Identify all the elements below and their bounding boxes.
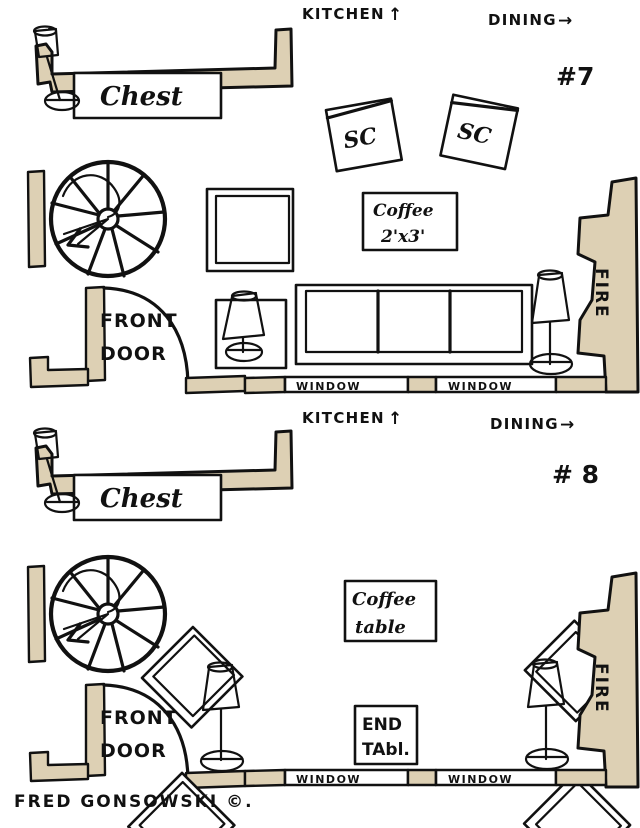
floor-lamp-right-8 — [524, 658, 570, 771]
dining-arrow-icon-7: → — [558, 11, 572, 31]
plan8-left-wall-stub — [26, 564, 47, 664]
dining-note-text-7: DINING — [488, 11, 557, 29]
diamond-chair-upper-right-8 — [140, 625, 244, 729]
kitchen-arrow-icon-8: ↑ — [388, 409, 402, 429]
kitchen-arrow-icon-7: ↑ — [388, 5, 402, 25]
side-chair-left-7 — [324, 97, 404, 173]
chest-box-8 — [72, 473, 223, 522]
diamond-chair-lower-right-8 — [126, 771, 236, 828]
coffee-table-label-line2-8: table — [355, 617, 406, 638]
fireplace-7 — [576, 176, 640, 394]
table-lamp-icon-7 — [32, 25, 81, 112]
end-table-box-8 — [353, 704, 419, 766]
artist-signature: FRED GONSOWSKI ©. — [14, 792, 254, 812]
spiral-staircase-8 — [48, 554, 168, 674]
coffee-table-label-line1-7: Coffee — [373, 201, 434, 221]
end-table-label-line1-8: END — [362, 715, 402, 735]
fireplace-8 — [576, 571, 640, 789]
end-table-with-lamp-7 — [214, 290, 288, 370]
chest-box-7 — [72, 71, 223, 120]
plan-number-label-7: #7 — [556, 62, 594, 91]
coffee-table-box-7 — [361, 191, 459, 252]
coffee-table-box-8 — [343, 579, 438, 643]
front-door-label-line1-7: FRONT — [100, 310, 178, 332]
side-chair-right-7 — [439, 93, 520, 171]
plan8-window-wall — [243, 768, 608, 788]
upholstered-chair-7 — [205, 187, 295, 273]
fireplace-label-7: FIRE — [591, 268, 611, 319]
plan7-window-wall — [243, 375, 608, 395]
plan7-left-wall-stub — [26, 169, 47, 269]
fireplace-label-8: FIRE — [591, 663, 611, 714]
window-left-label-7: WINDOW — [296, 380, 361, 393]
side-chair-left-label-7: SC — [341, 123, 379, 154]
floor-lamp-7 — [528, 269, 574, 376]
dining-arrow-icon-8: → — [560, 415, 574, 435]
window-right-label-8: WINDOW — [448, 773, 513, 786]
floor-plan-8: Chest FRONT DOOR — [0, 405, 640, 828]
coffee-table-label-line2-7: 2'x3' — [380, 227, 425, 247]
coffee-table-label-line1-8: Coffee — [352, 589, 416, 610]
front-door-7 — [28, 285, 247, 395]
dining-note-text-8: DINING — [490, 415, 559, 433]
chest-label-7: Chest — [100, 82, 183, 112]
window-left-label-8: WINDOW — [296, 773, 361, 786]
kitchen-note-text-8: KITCHEN — [302, 409, 385, 427]
front-door-label-line2-7: DOOR — [100, 343, 167, 365]
three-cushion-sofa-7 — [294, 283, 534, 366]
front-door-label-line2-8: DOOR — [100, 740, 167, 762]
front-door-label-line1-8: FRONT — [100, 707, 178, 729]
kitchen-note-text-7: KITCHEN — [302, 5, 385, 23]
end-table-label-line2-8: TAbl. — [362, 740, 410, 760]
floor-plan-7: Chest FRONT DOOR — [0, 0, 640, 410]
chest-label-8: Chest — [100, 484, 183, 514]
diamond-chair-lower-left-8 — [522, 769, 632, 828]
plan-number-label-8: # 8 — [552, 460, 599, 489]
window-right-label-7: WINDOW — [448, 380, 513, 393]
floor-lamp-left-8 — [199, 661, 245, 773]
spiral-staircase-7 — [48, 159, 168, 279]
table-lamp-icon-8 — [32, 427, 81, 514]
